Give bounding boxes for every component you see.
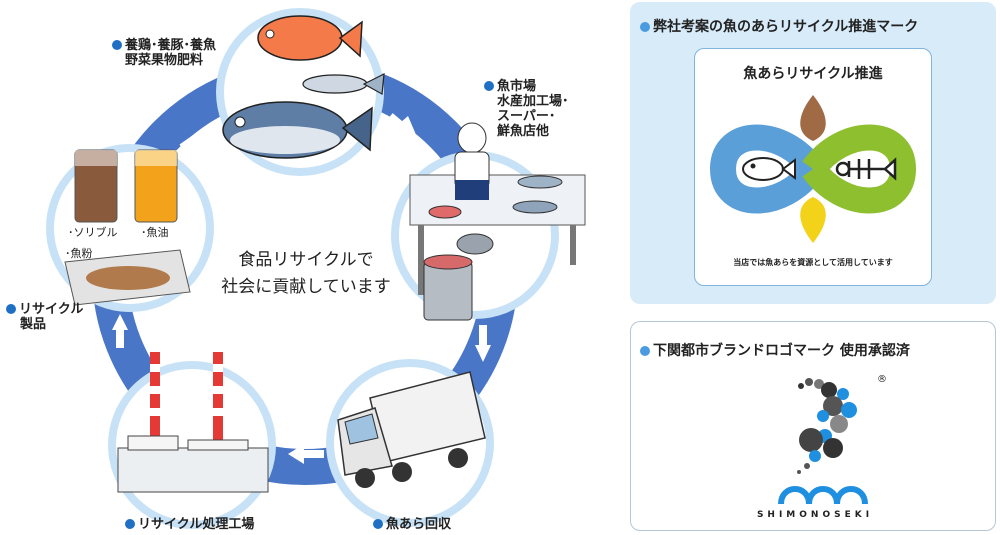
label-collection: 魚あら回収 <box>373 517 451 532</box>
bullet-dot-icon <box>125 519 135 529</box>
collection-text: 魚あら回収 <box>386 517 452 532</box>
bullet-dot-icon <box>484 81 494 91</box>
label-fish-market: 魚市場 水産加工場･ スーパー･ 鮮魚店他 <box>484 79 569 139</box>
products-line1: リサイクル <box>19 302 84 317</box>
brown-drop-shape <box>800 95 826 141</box>
arrow-market-to-truck <box>475 345 491 362</box>
label-feed-fertilizer: 養鶏･養豚･養魚 野菜果物肥料 <box>112 38 216 68</box>
cycle-center-text: 食品リサイクルで 社会に貢献しています <box>196 247 416 301</box>
factory-illustration <box>117 352 269 493</box>
label-plant: リサイクル処理工場 <box>125 517 254 532</box>
yellow-drop-shape <box>800 197 826 243</box>
center-text-line2: 社会に貢献しています <box>221 277 391 297</box>
fish-market-line2: 水産加工場･ <box>497 94 569 109</box>
label-soluble: ･ソリブル <box>68 226 118 239</box>
bullet-dot-icon <box>373 519 383 529</box>
shimonoseki-logo-text: SHIMONOSEKI <box>756 510 874 520</box>
recycle-cycle-diagram <box>46 8 586 529</box>
label-fish-oil: ･魚油 <box>141 226 169 239</box>
arrow-truck-to-plant <box>288 444 304 464</box>
recycle-mark-title-text: 弊社考案の魚のあらリサイクル推進マーク <box>653 19 919 35</box>
label-products: リサイクル 製品 <box>6 302 83 332</box>
recycle-mark-box: 魚あらリサイクル推進 当店では魚あらを資源として活用しています <box>694 48 932 286</box>
brand-title-text: 下関都市ブランドロゴマーク 使用承認済 <box>653 343 910 359</box>
bullet-dot-icon <box>640 346 650 356</box>
recycle-mark-panel-title: 弊社考案の魚のあらリサイクル推進マーク <box>640 16 918 36</box>
bullet-dot-icon <box>6 304 16 314</box>
fish-icon <box>742 157 796 181</box>
center-text-line1: 食品リサイクルで <box>238 250 374 270</box>
recycle-infinity-logo <box>709 95 917 243</box>
products-illustration <box>64 149 191 306</box>
label-fish-meal: ･魚粉 <box>65 247 93 260</box>
recycle-mark-caption: 当店では魚あらを資源として活用しています <box>733 258 893 267</box>
arrow-plant-to-products <box>112 314 128 330</box>
fish-market-illustration <box>409 122 586 321</box>
registered-mark: ® <box>877 374 887 385</box>
brand-panel-title: 下関都市ブランドロゴマーク 使用承認済 <box>640 340 910 360</box>
fish-market-line3: スーパー･ <box>497 109 556 124</box>
bullet-dot-icon <box>112 40 122 50</box>
feed-fertilizer-line2: 野菜果物肥料 <box>125 53 204 68</box>
truck-illustration <box>337 371 486 488</box>
fish-market-line1: 魚市場 <box>497 79 537 94</box>
recycle-mark-panel: 弊社考案の魚のあらリサイクル推進マーク 魚あらリサイクル推進 当店では魚あらを <box>630 2 996 304</box>
arrow-fish-to-market <box>392 116 420 144</box>
brand-logo-panel: 下関都市ブランドロゴマーク 使用承認済 SHIMONOSEKI ® <box>630 321 996 531</box>
plant-text: リサイクル処理工場 <box>138 517 255 532</box>
products-line2: 製品 <box>20 317 47 332</box>
cycle-arrows <box>112 113 491 464</box>
fish-illustration <box>222 15 385 159</box>
shimonoseki-logo <box>778 378 868 505</box>
bullet-dot-icon <box>640 22 650 32</box>
feed-fertilizer-line1: 養鶏･養豚･養魚 <box>125 38 217 53</box>
fish-market-line4: 鮮魚店他 <box>497 124 550 139</box>
fish-bone-icon <box>835 157 897 181</box>
recycle-mark-heading: 魚あらリサイクル推進 <box>743 66 883 82</box>
